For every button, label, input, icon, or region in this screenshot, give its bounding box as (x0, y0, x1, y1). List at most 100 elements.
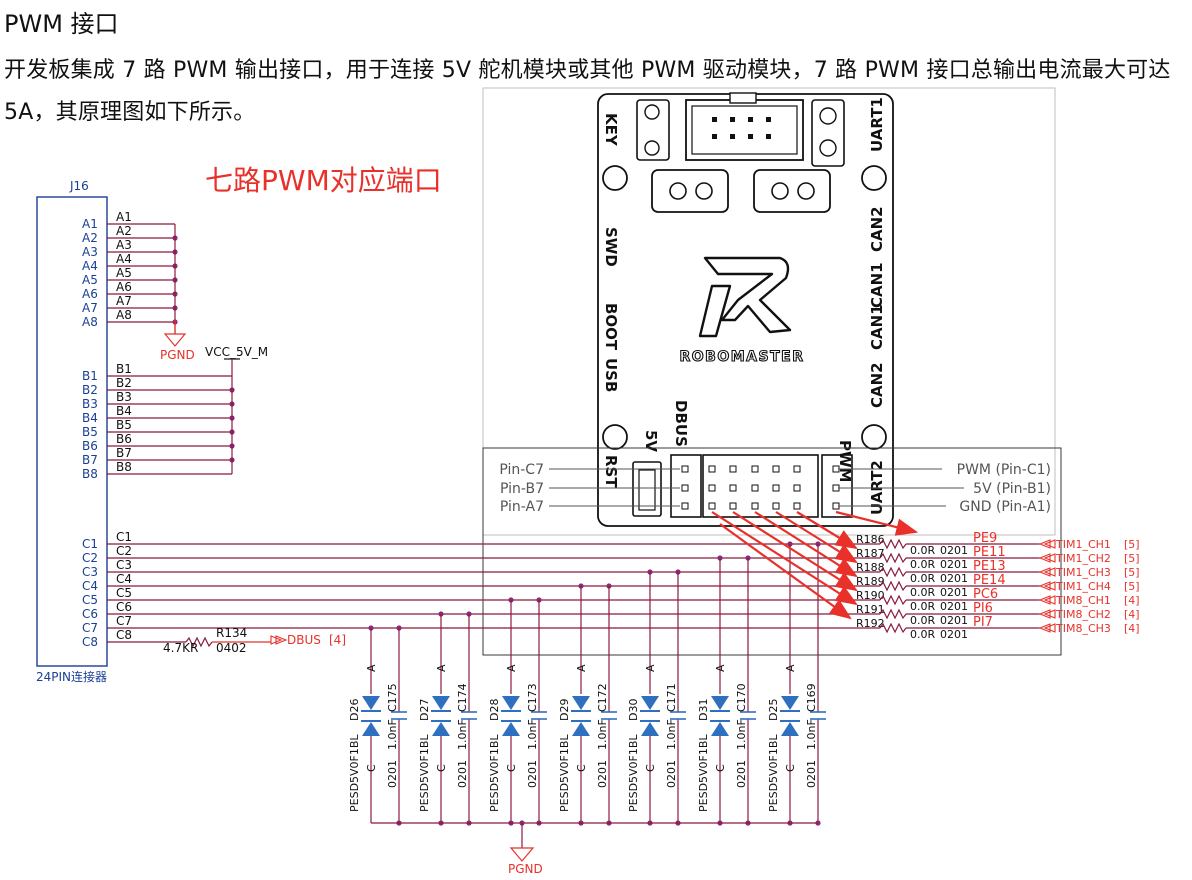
callout-title: 七路PWM对应端口 (205, 164, 442, 197)
pin-net-c8: C8 (116, 628, 132, 642)
mount-hole (861, 424, 887, 450)
pin-label-a7: Pin-A7 (500, 499, 544, 515)
diode-ref: D31 (697, 699, 710, 721)
board-label-can2-bottom: CAN2 (868, 362, 886, 408)
mcu-port: PI7 (973, 615, 993, 630)
pin-label-b1: B1 (82, 369, 98, 383)
board-label-5v: 5V (642, 430, 660, 452)
r134-ref: R134 (216, 626, 247, 640)
pin-net-c4: C4 (116, 572, 132, 586)
gnd-symbol-top: PGND (160, 320, 195, 362)
mcu-port: PI6 (973, 601, 993, 616)
tvs-diode-icon (711, 722, 729, 736)
pin-hole (729, 502, 737, 510)
diode-ref: D26 (348, 699, 361, 721)
net-flag-icon (1038, 539, 1051, 549)
resistor-ref: R190 (856, 589, 885, 602)
board-label-pwm: PWM (836, 440, 854, 482)
diode-ref: D29 (558, 699, 571, 721)
cap-ref: C171 (665, 683, 678, 712)
pin-label-a8: A8 (82, 315, 98, 329)
mount-hole (602, 165, 628, 191)
diode-cathode-label: C (714, 764, 727, 772)
tvs-diode-icon (432, 696, 450, 710)
diode-anode-label: A (435, 664, 448, 672)
pin-net-b4: B4 (116, 404, 132, 418)
pin-net-a1: A1 (116, 210, 132, 224)
tvs-diode-icon (781, 696, 799, 710)
diode-anode-label: A (505, 664, 518, 672)
robomaster-logo-icon (698, 256, 792, 338)
diode-part: PESD5V0F1BL (627, 734, 640, 812)
port-arrow (719, 523, 852, 620)
diode-cathode-label: C (575, 764, 588, 772)
net-flag-icon (1038, 567, 1051, 577)
resistor-ref: R191 (856, 603, 885, 616)
gnd-symbol-bottom: PGND (508, 823, 543, 876)
pin-net-a2: A2 (116, 224, 132, 238)
pin-net-c5: C5 (116, 586, 132, 600)
resistor-value: 0.0R (910, 558, 935, 571)
pin-net-b7: B7 (116, 446, 132, 460)
cap-pkg: 0201 (735, 760, 748, 788)
diode-anode-label: A (644, 664, 657, 672)
pin-label-b7: Pin-B7 (500, 481, 544, 497)
board-label-can1-b: CAN1 (868, 304, 886, 350)
cap-ref: C175 (386, 683, 399, 712)
cap-ref: C174 (456, 683, 469, 712)
diode-anode-label: A (575, 664, 588, 672)
resistor-pkg: 0201 (940, 600, 968, 613)
pin-net-b8: B8 (116, 460, 132, 474)
pin-hole (793, 484, 801, 492)
resistor-value: 0.0R (910, 572, 935, 585)
diode-ref: D28 (488, 699, 501, 721)
signal-wires (107, 223, 880, 826)
pin-hole (793, 465, 801, 473)
resistor-ref: R187 (856, 547, 885, 560)
pin-net-c3: C3 (116, 558, 132, 572)
pin-hole (772, 484, 780, 492)
dbus-net: DBUS (287, 633, 321, 647)
board-label-can2-top: CAN2 (868, 206, 886, 252)
resistor-zigzag-icon (879, 594, 907, 606)
pin-net-a6: A6 (116, 280, 132, 294)
pin-label-c2: C2 (82, 551, 98, 565)
net-flag-icon (1038, 581, 1051, 591)
pin-label-a3: A3 (82, 245, 98, 259)
pin-hole (729, 465, 737, 473)
resistor-zigzag-icon (879, 608, 907, 620)
pin-hole (708, 465, 716, 473)
timer-net: TIM1_CH3 (1055, 566, 1111, 579)
pin-net-b2: B2 (116, 376, 132, 390)
resistor-pkg: 0201 (940, 628, 968, 641)
diode-anode-label: A (714, 664, 727, 672)
vcc-label: VCC_5V_M (205, 345, 268, 359)
tvs-diode-icon (641, 722, 659, 736)
pin-net-b5: B5 (116, 418, 132, 432)
cap-value: 1.0nF (386, 719, 399, 750)
resistor-pkg: 0201 (940, 586, 968, 599)
resistor-zigzag-icon (879, 580, 907, 592)
vcc-symbol: VCC_5V_M (205, 345, 268, 373)
resistor-value: 0.0R (910, 544, 935, 557)
cap-value: 1.0nF (526, 719, 539, 750)
timer-net: TIM1_CH4 (1055, 580, 1111, 593)
pin-label-b1: 5V (Pin-B1) (973, 481, 1051, 497)
mount-hole (861, 165, 887, 191)
net-flag-icon (1038, 553, 1051, 563)
diode-part: PESD5V0F1BL (418, 734, 431, 812)
pin-net-b6: B6 (116, 432, 132, 446)
pin-hole (708, 484, 716, 492)
mcu-port: PE14 (973, 573, 1006, 588)
pin-net-c6: C6 (116, 600, 132, 614)
board-label-dbus: DBUS (672, 400, 690, 447)
pin-label-b3: B3 (82, 397, 98, 411)
pin-net-a4: A4 (116, 252, 132, 266)
diode-part: PESD5V0F1BL (348, 734, 361, 812)
gnd-bottom-label: PGND (508, 862, 543, 876)
cap-pkg: 0201 (526, 760, 539, 788)
pin-label-b7: B7 (82, 453, 98, 467)
resistor-zigzag-icon (879, 538, 907, 550)
